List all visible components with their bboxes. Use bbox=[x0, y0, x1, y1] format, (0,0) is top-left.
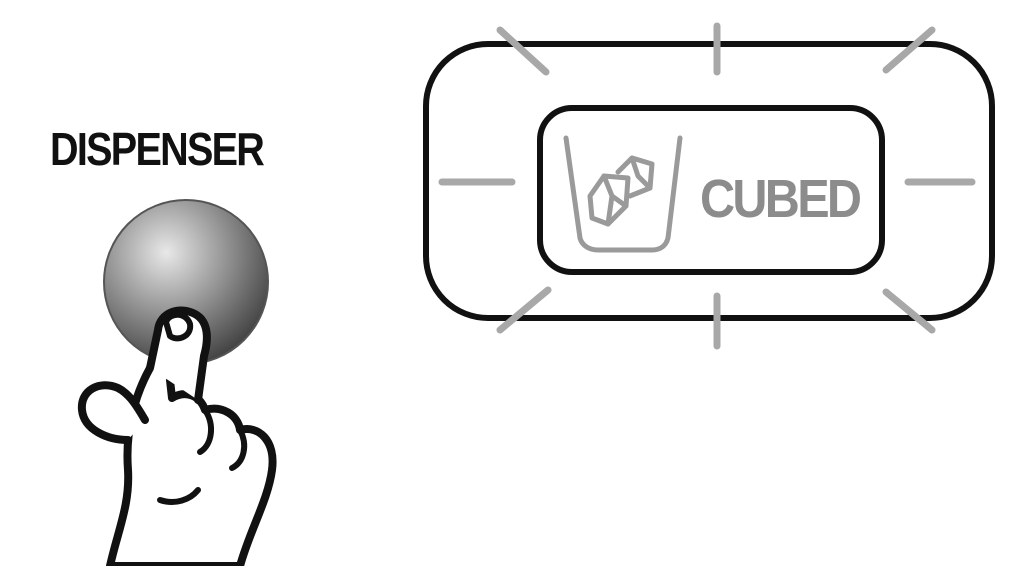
dispenser-label: DISPENSER bbox=[50, 123, 265, 175]
mode-indicator-box[interactable] bbox=[537, 105, 885, 275]
blink-rays bbox=[438, 22, 976, 350]
pointing-finger-hand-icon bbox=[77, 306, 277, 566]
mode-label-cubed: CUBED bbox=[700, 169, 862, 229]
display-outer-frame bbox=[423, 41, 995, 321]
ice-cube-in-glass-icon bbox=[563, 135, 683, 253]
